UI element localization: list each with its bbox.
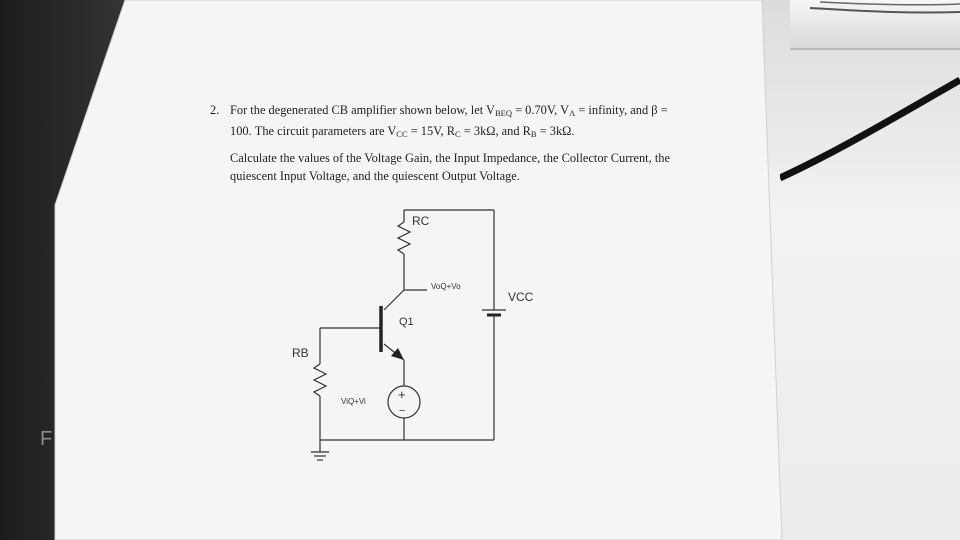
- rb-subscript: B: [530, 129, 537, 139]
- edge-letter: F: [40, 428, 53, 450]
- rb-resistor: [312, 363, 328, 397]
- line2-part-b: = 15V, R: [407, 124, 456, 138]
- rc-resistor: [396, 221, 412, 255]
- line2-part-c: = 3kΩ, and R: [460, 124, 531, 138]
- vbeq-subscript: BEQ: [494, 108, 512, 118]
- problem-statement: For the degenerated CB amplifier shown b…: [210, 101, 710, 143]
- rc-subscript: C: [455, 129, 461, 139]
- black-cable: [780, 76, 960, 182]
- voltage-source: [387, 385, 421, 419]
- light-background-right: [760, 0, 960, 540]
- rb-label: RB: [292, 346, 309, 360]
- rc-label: RC: [412, 214, 430, 228]
- line2-part-d: = 3kΩ.: [536, 124, 575, 138]
- input-voltage-label: ViQ+Vi: [341, 397, 366, 406]
- emitter-arrow: [391, 348, 404, 360]
- device-wires: [809, 1, 960, 14]
- line1-part-a: For the degenerated CB amplifier shown b…: [230, 103, 495, 117]
- source-plus-sign: +: [398, 387, 406, 402]
- line1-part-c: = infinity, and β =: [575, 103, 668, 117]
- vcc-label: VCC: [508, 290, 534, 304]
- problem-question: Calculate the values of the Voltage Gain…: [230, 151, 670, 183]
- problem-text: 2. For the degenerated CB amplifier show…: [210, 101, 710, 185]
- line1-part-b: = 0.70V, V: [511, 103, 570, 117]
- vcc-subscript: CC: [396, 129, 408, 139]
- wire-collector: [383, 289, 405, 311]
- line2-part-a: 100. The circuit parameters are V: [230, 124, 397, 138]
- va-subscript: A: [569, 108, 576, 118]
- q1-label: Q1: [399, 316, 414, 328]
- output-voltage-label: VoQ+Vo: [431, 282, 461, 291]
- source-minus-sign: −: [399, 405, 405, 417]
- problem-number: 2.: [210, 103, 220, 117]
